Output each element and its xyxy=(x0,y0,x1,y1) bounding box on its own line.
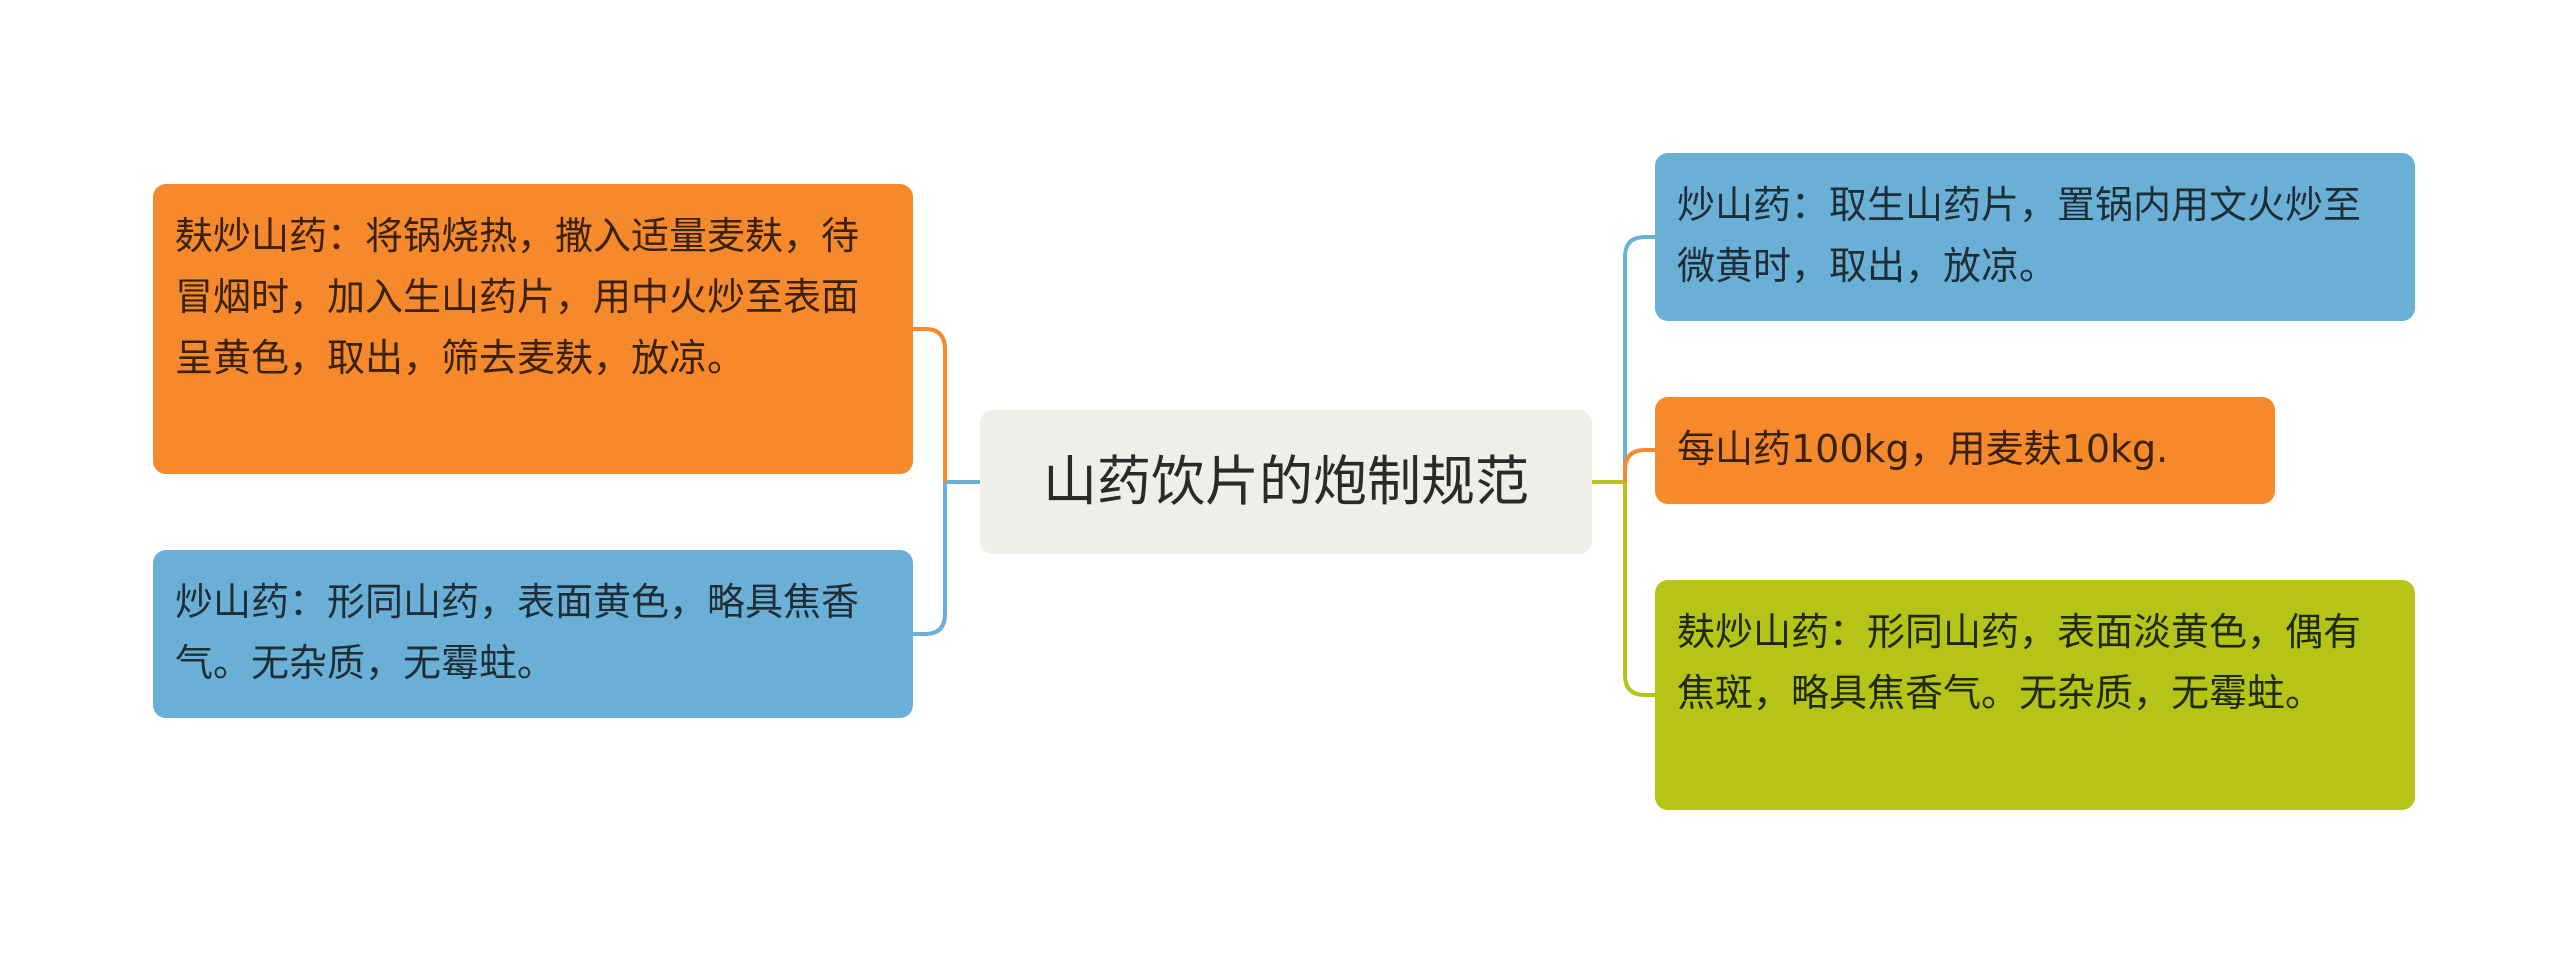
topic-label-right-2: 每山药100kg，用麦麸10kg. xyxy=(1677,427,2169,471)
topic-node-left-2[interactable]: 炒山药：形同山药，表面黄色，略具焦香气。无杂质，无霉蛀。 xyxy=(153,550,913,718)
connector-right-1 xyxy=(1623,235,1655,482)
topic-label-left-2: 炒山药：形同山药，表面黄色，略具焦香气。无杂质，无霉蛀。 xyxy=(175,580,860,685)
topic-label-right-1: 炒山药：取生山药片，置锅内用文火炒至微黄时，取出，放凉。 xyxy=(1677,183,2362,288)
topic-node-left-1[interactable]: 麸炒山药：将锅烧热，撒入适量麦麸，待冒烟时，加入生山药片，用中火炒至表面呈黄色，… xyxy=(153,184,913,474)
topic-node-right-3[interactable]: 麸炒山药：形同山药，表面淡黄色，偶有焦斑，略具焦香气。无杂质，无霉蛀。 xyxy=(1655,580,2415,810)
connector-right-2 xyxy=(1623,448,1655,482)
topic-node-right-1[interactable]: 炒山药：取生山药片，置锅内用文火炒至微黄时，取出，放凉。 xyxy=(1655,153,2415,321)
central-topic-node[interactable]: 山药饮片的炮制规范 xyxy=(980,410,1592,554)
topic-label-right-3: 麸炒山药：形同山药，表面淡黄色，偶有焦斑，略具焦香气。无杂质，无霉蛀。 xyxy=(1677,610,2362,715)
connector-right-3 xyxy=(1623,482,1655,697)
topic-label-left-1: 麸炒山药：将锅烧热，撒入适量麦麸，待冒烟时，加入生山药片，用中火炒至表面呈黄色，… xyxy=(175,214,860,380)
central-topic-label: 山药饮片的炮制规范 xyxy=(1043,450,1529,513)
connector-left-2 xyxy=(913,482,947,636)
topic-node-right-2[interactable]: 每山药100kg，用麦麸10kg. xyxy=(1655,397,2275,504)
connector-left-1 xyxy=(913,327,947,482)
